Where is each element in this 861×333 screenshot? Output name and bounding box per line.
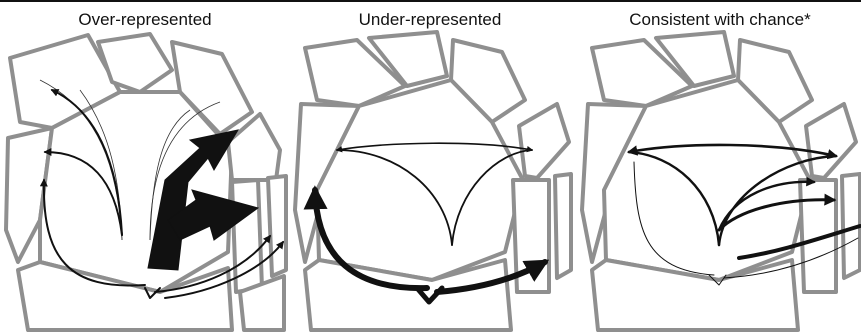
cell-outlines [295,32,571,330]
cell-outlines [582,32,860,330]
cell-right-edge [268,176,286,276]
panel-consistent-with-chance [574,30,861,333]
panel-title-under-represented: Under-represented [315,9,545,31]
cell-right-upper [519,104,569,178]
panel-title-over-represented: Over-represented [30,9,260,31]
cell-right-narrow [232,180,262,292]
cell-right-upper [806,104,856,178]
panel-over-represented [0,30,290,333]
panel-title-consistent-with-chance: Consistent with chance* [600,9,840,31]
top-rule [0,0,861,2]
cell-right-edge [555,174,571,278]
cell-center [40,92,232,292]
panel-under-represented [287,30,577,333]
cell-outlines [6,34,286,330]
